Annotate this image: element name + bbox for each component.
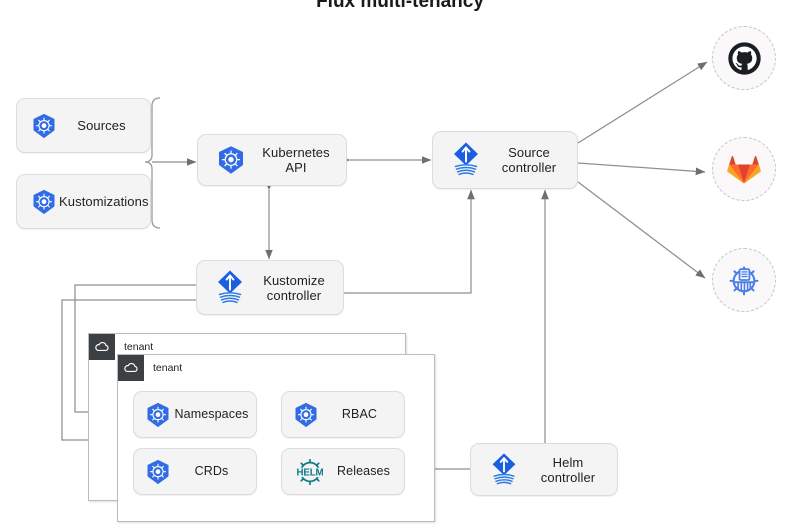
cloud-icon [89,334,115,360]
page-title: Flux multi-tenancy [316,0,484,12]
github-icon [727,41,761,75]
kubernetes-icon [29,111,59,141]
tenant-resource-label: Namespaces [174,407,249,421]
cloud-icon [118,355,144,381]
tenant-window-front[interactable]: tenant Namespaces [117,354,435,522]
tenant-titlebar: tenant [89,334,153,360]
kubernetes-icon [143,400,173,430]
helm-icon [729,266,759,296]
tenant-titlebar: tenant [118,355,182,381]
kubernetes-icon [143,457,173,487]
svg-text:HELM: HELM [297,467,324,478]
helm-controller-label: Helm controller [540,454,596,485]
provider-github[interactable] [712,26,776,90]
gitlab-icon [727,155,761,184]
kubernetes-api-node[interactable]: Kubernetes API [197,134,347,186]
tenant-resource-label: Releases [337,464,390,478]
kustomize-controller-node[interactable]: Kustomize controller [196,260,344,315]
kubernetes-icon [210,139,252,181]
tenant-label: tenant [124,341,154,353]
helm-wordmark-icon: HELM [291,457,329,487]
kubernetes-api-label: Kubernetes API [262,145,330,175]
tenant-resource-crds[interactable]: CRDs [133,448,257,495]
resource-label: Kustomizations [59,194,149,209]
source-controller-node[interactable]: Source controller [432,131,578,189]
provider-helm-repository[interactable] [712,248,776,312]
resource-card-sources[interactable]: Sources [16,98,151,153]
tenant-resource-label: CRDs [194,464,229,478]
flux-icon [483,449,525,491]
helm-controller-node[interactable]: Helm controller [470,443,618,496]
flux-icon [209,267,251,309]
provider-gitlab[interactable] [712,137,776,201]
kubernetes-icon [29,187,59,217]
tenant-resource-namespaces[interactable]: Namespaces [133,391,257,438]
tenant-resource-label: RBAC [341,407,378,421]
tenant-resource-releases[interactable]: HELM Releases [281,448,405,495]
tenant-label: tenant [153,362,183,374]
source-controller-label: Source controller [501,145,557,175]
flux-icon [445,139,487,181]
kubernetes-icon [291,400,321,430]
resource-card-kustomizations[interactable]: Kustomizations [16,174,151,229]
resource-label: Sources [77,118,126,133]
kustomize-controller-label: Kustomize controller [263,272,325,303]
tenant-resource-rbac[interactable]: RBAC [281,391,405,438]
